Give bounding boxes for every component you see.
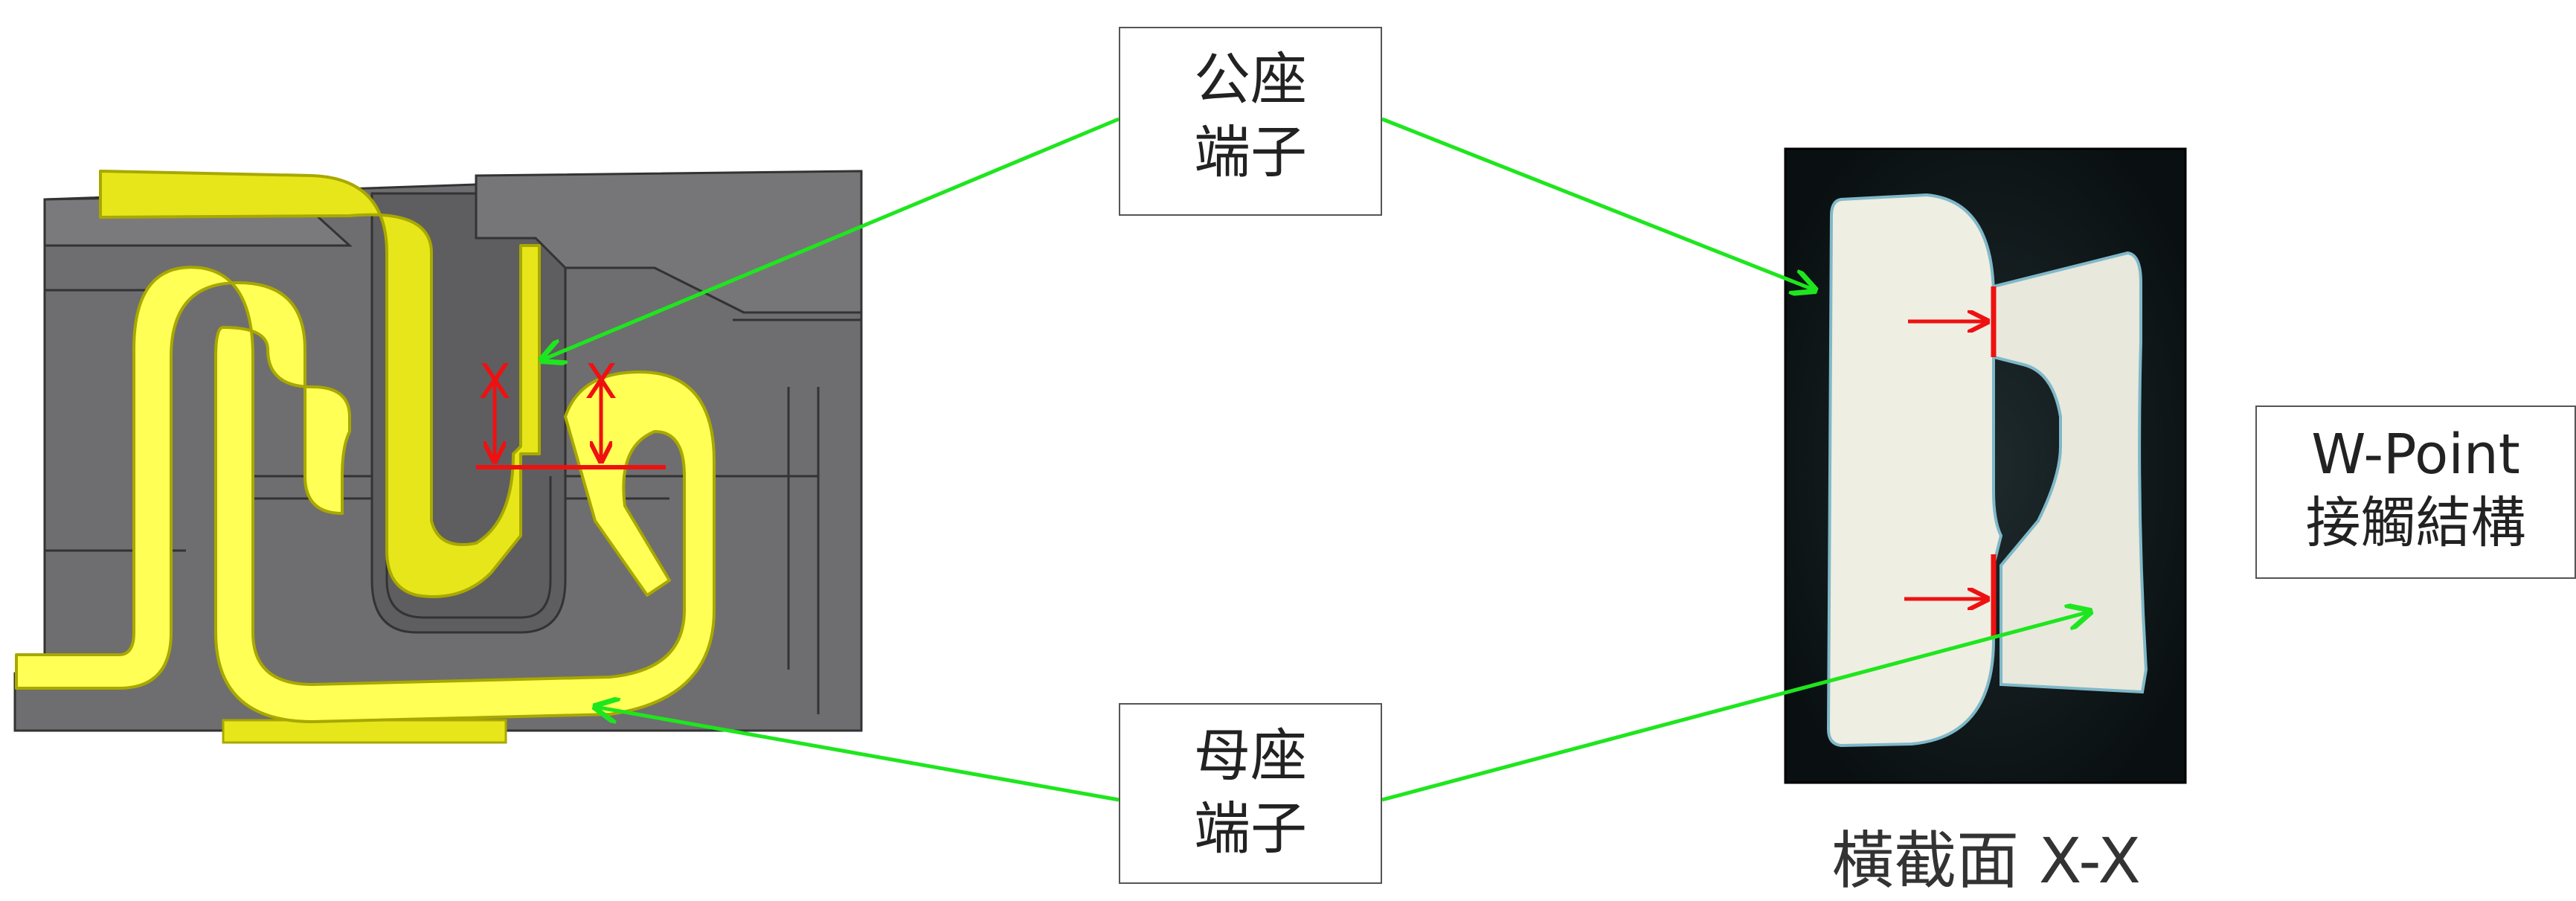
w-point-label-line1: W-Point: [2311, 423, 2520, 487]
w-point-label-line2: 接觸結構: [2305, 491, 2526, 555]
arrow-male-to-left: [542, 117, 1120, 360]
arrow-female-to-left: [595, 707, 1120, 802]
leader-arrows: [542, 117, 2090, 802]
w-point-label-box: W-Point 接觸結構: [2255, 405, 2576, 579]
male-terminal-section: [1992, 251, 2148, 694]
section-mark-left: X: [478, 355, 511, 410]
arrow-female-to-right: [1381, 612, 2090, 802]
female-terminal-label-box: 母座 端子: [1119, 703, 1382, 884]
female-terminal-section: [1826, 193, 2003, 748]
male-terminal-label-line2: 端子: [1194, 119, 1307, 185]
connector-side-view: X X: [13, 170, 863, 744]
female-terminal-label-line1: 母座: [1194, 722, 1307, 789]
female-terminal: [15, 266, 716, 723]
arrow-male-to-right: [1381, 117, 1815, 290]
male-terminal: [99, 170, 541, 598]
section-mark-right: X: [585, 355, 617, 410]
cross-section-caption: 橫截面 X-X: [1831, 824, 2141, 897]
cross-section-photo: [1784, 147, 2187, 784]
male-terminal-label-line1: 公座: [1194, 46, 1307, 112]
male-terminal-label-box: 公座 端子: [1119, 27, 1382, 216]
terminal-tail-bottom: [222, 719, 507, 744]
female-terminal-label-line2: 端子: [1194, 795, 1307, 862]
